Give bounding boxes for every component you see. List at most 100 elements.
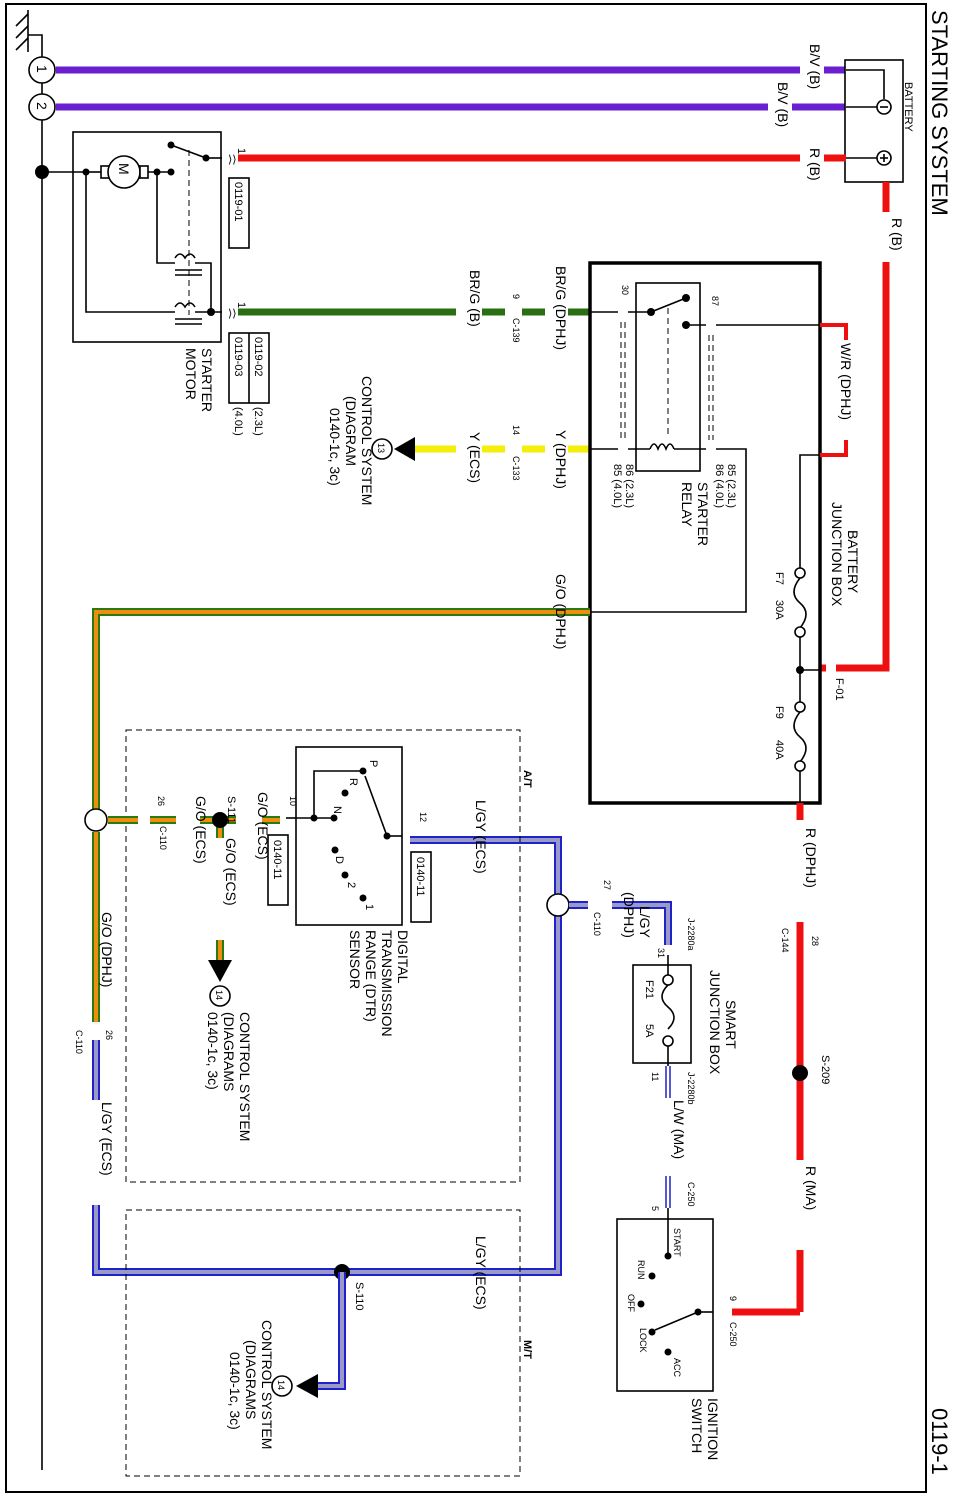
fuse-f7-id: F7 <box>773 572 785 585</box>
battery[interactable] <box>844 59 904 183</box>
ign-lock-contact <box>648 1328 656 1336</box>
wire-go-dphj-left-label: G/O (DPHJ) <box>99 912 115 987</box>
ref-0119-02-label: 0119-02 <box>252 337 264 377</box>
dtr-pos-d: D <box>333 856 345 864</box>
bjb-label-1: BATTERY <box>845 530 861 594</box>
section-mt <box>125 1209 521 1477</box>
page-title: STARTING SYSTEM <box>927 10 952 216</box>
control-13-l3: 0140-1c, 3c) <box>327 408 343 486</box>
wire-wr-label: W/R (DPHJ) <box>838 343 854 420</box>
ignition-switch[interactable] <box>616 1218 714 1392</box>
s111-label: S-111 <box>225 796 237 824</box>
ground-icon <box>15 10 43 58</box>
starter-pin-top: 1 <box>235 148 247 154</box>
arrow-left-icon <box>394 437 415 461</box>
dtr-label-3: RANGE (DTR) <box>363 930 379 1022</box>
dtr-label-2: TRANSMISSION <box>379 930 395 1037</box>
wire-lgy-ecs-fill <box>94 838 560 1274</box>
f9-terminal-b <box>794 760 806 772</box>
starter-motor[interactable]: M <box>42 131 222 343</box>
battery-neg-lead <box>846 69 885 99</box>
wire-lw-ma-label: L/W (MA) <box>671 1100 687 1159</box>
relay-label-1: STARTER <box>695 482 711 546</box>
starter-relay[interactable] <box>635 282 701 472</box>
ref-0119-01[interactable] <box>228 177 250 249</box>
wire-lgy-dphj-l2: (DPHJ) <box>621 892 637 938</box>
f7-terminal-a <box>794 567 806 579</box>
fuse-f9-rating: 40A <box>773 740 785 760</box>
wire-y-ecs-label: Y (ECS) <box>467 432 483 483</box>
ground-point-2-label: 2 <box>34 102 50 110</box>
f01-label: F-01 <box>833 678 845 701</box>
wire-lgy-bottom-label: L/GY (ECS) <box>473 1236 489 1310</box>
c110-dtr-label: C-110 <box>158 826 168 850</box>
ign-label-2: SWITCH <box>689 1398 705 1453</box>
sjb-label-1: SMART <box>723 1000 739 1049</box>
s110-label: S-110 <box>353 1282 365 1311</box>
wire-lgy-dphj-fill <box>612 903 670 945</box>
relay-contact <box>682 294 690 302</box>
battery-junction-box[interactable] <box>588 261 822 805</box>
ign-run-contact <box>648 1272 656 1280</box>
connector-icon: ⟩⟩ <box>228 308 237 320</box>
bjb-f7-lead <box>799 454 820 568</box>
ref-circle-14b-label: 14 <box>276 1380 286 1390</box>
ign-acc-contact <box>664 1348 672 1356</box>
section-mt-label: M/T <box>521 1340 533 1359</box>
ign-pos-start: START <box>672 1228 682 1257</box>
c133-label: C-133 <box>511 456 521 481</box>
sjb-conn-b: J-2280b <box>686 1072 696 1105</box>
section-at <box>125 729 521 1183</box>
relay-coil-return <box>590 448 747 613</box>
f9-terminal-a <box>794 701 806 713</box>
starter-motor-label-1: STARTER <box>199 348 215 412</box>
ref-circle-14b[interactable] <box>271 1375 293 1397</box>
wire-go-ecs-label-2: G/O (ECS) <box>255 792 271 860</box>
relay-label-2: RELAY <box>679 482 695 528</box>
ref-0140-11-right[interactable] <box>410 851 432 923</box>
c144-pin: 28 <box>810 936 820 946</box>
wire-go-dphj-top-label: G/O (DPHJ) <box>553 574 569 649</box>
control-14b-l3: 0140-1c, 3c) <box>227 1352 243 1430</box>
motor-symbol: M <box>116 163 132 175</box>
relay-pin-87: 87 <box>710 296 720 306</box>
starter-motor-label-2: MOTOR <box>183 348 199 400</box>
ref-a-note: (2.3L) <box>252 407 264 436</box>
ref-0140-11-left[interactable] <box>267 834 289 906</box>
wire-s110-branch <box>318 1272 346 1390</box>
sjb-label-2: JUNCTION BOX <box>707 970 723 1075</box>
dtr-label-4: SENSOR <box>347 930 363 989</box>
wire-y-dphj-label: Y (DPHJ) <box>553 430 569 489</box>
smart-junction-box[interactable] <box>632 964 692 1064</box>
wire-wr-dphj-end <box>820 440 848 457</box>
c250-top-label: C-250 <box>686 1182 696 1207</box>
splice-s209 <box>792 1065 808 1081</box>
ref-0119-01-label: 0119-01 <box>232 182 244 222</box>
ref-circle-13[interactable] <box>371 438 393 460</box>
sjb-pin-11: 11 <box>650 1072 660 1081</box>
relay-pin-left-b: 85 (4.0L) <box>611 464 623 508</box>
wire-r-b-junction[interactable] <box>836 262 890 672</box>
f21-terminal-a <box>662 974 674 986</box>
wire-bv-1-label: B/V (B) <box>807 44 823 89</box>
ground-point-2[interactable] <box>28 93 56 121</box>
wire-r-b-label: R (B) <box>807 148 823 181</box>
ign-pos-acc: ACC <box>672 1358 682 1378</box>
c250-pin-5: 5 <box>650 1206 660 1211</box>
ref-circle-14a[interactable] <box>209 985 231 1007</box>
wire-lw-label-bg <box>660 1098 676 1176</box>
dtr-pos-2: 2 <box>345 882 357 888</box>
ground-point-1[interactable] <box>28 56 56 84</box>
wire-brg-b-label: BR/G (B) <box>467 270 483 327</box>
ign-pos-run: RUN <box>636 1260 646 1280</box>
wire-wr-dphj[interactable] <box>820 323 848 340</box>
c110-27-label: C-110 <box>592 912 602 936</box>
diagram-frame <box>5 3 927 1493</box>
fuse-f21-rating: 5A <box>643 1024 655 1038</box>
arrow-left-icon <box>296 1374 318 1398</box>
dtr-label-1: DIGITAL <box>395 930 411 984</box>
fuse-f21-icon <box>661 984 675 1030</box>
fuse-f7-icon <box>793 577 807 629</box>
fuse-f9-icon <box>793 711 807 763</box>
